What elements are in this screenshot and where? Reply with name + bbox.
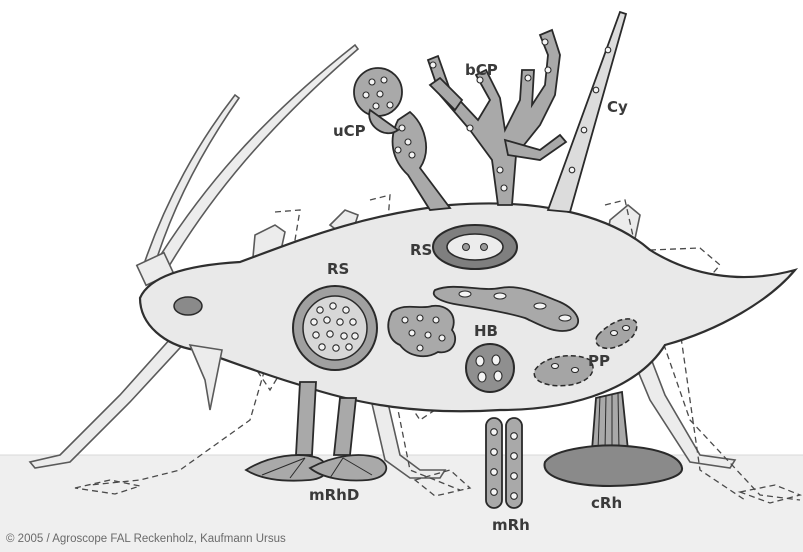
RS-left-structure <box>293 286 377 370</box>
label-RS-top: RS <box>410 241 432 259</box>
copyright-credit: © 2005 / Agroscope FAL Reckenholz, Kaufm… <box>6 533 286 545</box>
RS-top-structure <box>433 225 517 269</box>
spore-cluster <box>466 344 514 392</box>
label-mRhD: mRhD <box>309 486 359 504</box>
bCP-structure <box>428 30 566 205</box>
label-RS-left: RS <box>327 260 349 278</box>
eye <box>174 297 202 315</box>
label-PP: PP <box>588 352 610 370</box>
label-Cy: Cy <box>607 98 628 116</box>
label-cRh: cRh <box>591 494 622 512</box>
label-uCP: uCP <box>333 122 366 140</box>
mouthpart <box>190 345 222 410</box>
label-HB: HB <box>474 322 498 340</box>
label-bCP: bCP <box>465 61 498 79</box>
label-mRh: mRh <box>492 516 530 534</box>
